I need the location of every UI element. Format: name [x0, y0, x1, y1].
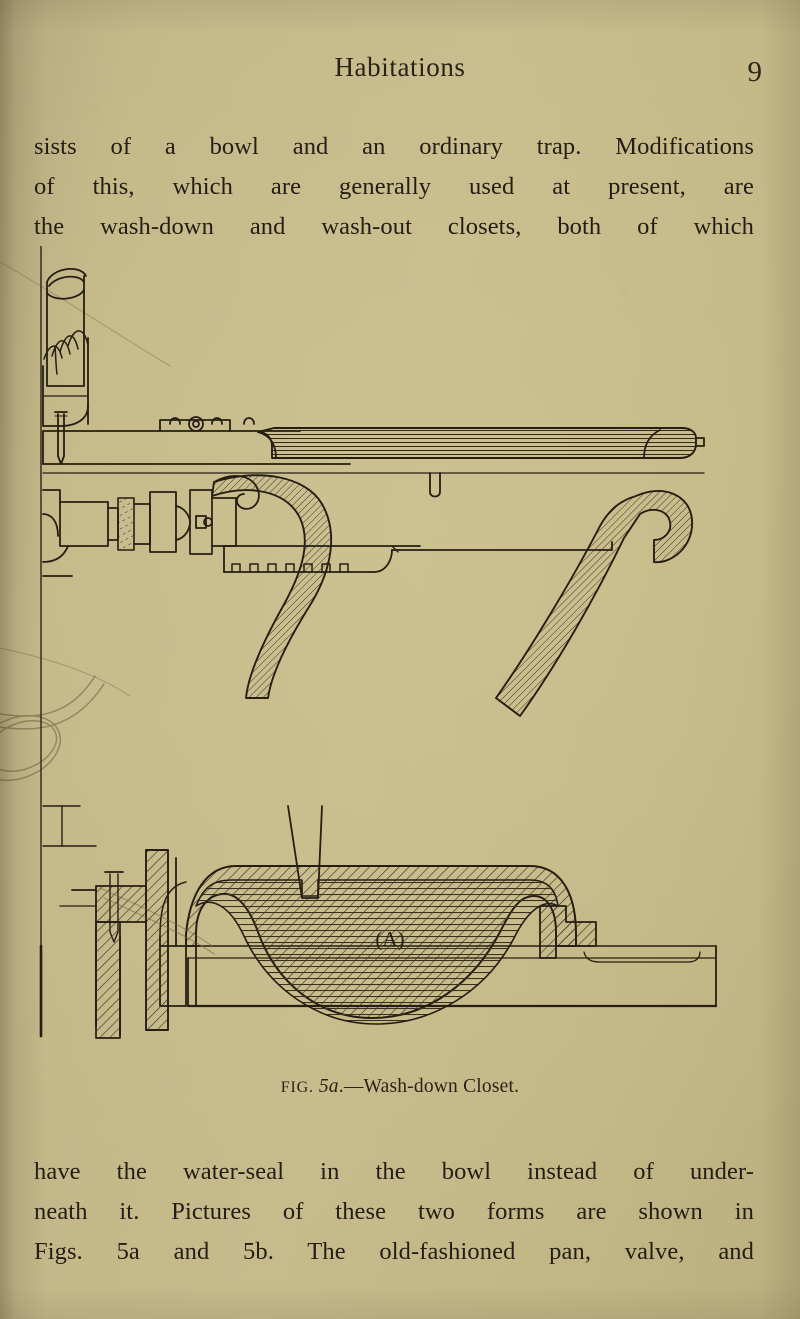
figure-wash-down-closet: (A) [0, 246, 800, 1066]
figure-part-label-a: (A) [375, 927, 404, 951]
rim-hook-left [213, 475, 260, 510]
fixing-screw-top [54, 411, 68, 465]
text-line: have the water-seal in the bowl instead … [34, 1158, 754, 1185]
flush-pipe [46, 268, 87, 387]
body-paragraph-top: sists of a bowl and an ordinary trap. Mo… [34, 127, 754, 247]
text-line: neath it. Pictures of these two forms ar… [34, 1198, 754, 1225]
outlet-trap [59, 889, 121, 1039]
body-paragraph-bottom: have the water-seal in the bowl instead … [34, 1152, 754, 1272]
toilet-seat [257, 427, 705, 459]
caption-number: 5a [318, 1076, 339, 1097]
flushing-rim-right [495, 490, 693, 717]
wash-down-closet-diagram: (A) [0, 246, 718, 1039]
text-line: Figs. 5a and 5b. The old-fashioned pan, … [34, 1238, 754, 1265]
flush-tongue [287, 805, 323, 899]
inlet-pipe [42, 489, 73, 577]
pedestal-base [95, 849, 597, 1031]
running-head: Habitations [46, 52, 754, 92]
wall-bracket-lines [42, 805, 97, 847]
cistern-bracket [42, 337, 89, 427]
supply-valve-assembly [59, 489, 237, 555]
pencil-marginalia [0, 675, 105, 782]
caption-title: Wash-down Closet. [363, 1076, 520, 1097]
seat-lug [429, 472, 441, 498]
floor-plinth [186, 945, 718, 1008]
text-line: the wash-down and wash-out closets, both… [34, 213, 754, 240]
water-seal [195, 879, 559, 1025]
page-number: 9 [747, 56, 763, 88]
caption-prefix: FIG. [280, 1079, 314, 1096]
caption-dash: .— [338, 1076, 364, 1097]
pencil-scratch [99, 887, 215, 955]
flushing-rim-left [211, 474, 333, 699]
pipe-collar-ribs [43, 330, 89, 375]
text-line: of this, which are generally used at pre… [34, 173, 754, 200]
page-title: Habitations [334, 52, 466, 82]
text-line: sists of a bowl and an ordinary trap. Mo… [34, 133, 754, 160]
rim-serrations [223, 545, 601, 573]
seat-board [42, 416, 351, 465]
figure-caption: FIG. 5a.—Wash-down Closet. [0, 1076, 800, 1098]
